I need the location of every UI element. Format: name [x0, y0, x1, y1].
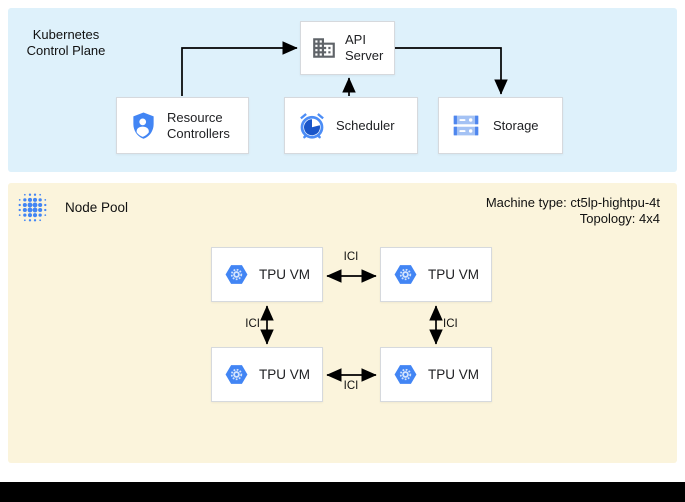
resource-controllers-label: Resource Controllers [167, 109, 230, 141]
ici-link-label-right: ICI [443, 318, 458, 330]
gke-hexagon-icon [225, 265, 248, 284]
api-server-node: API Server [300, 21, 395, 75]
alarm-clock-icon [300, 112, 324, 139]
tpu-vm-label: TPU VM [427, 367, 479, 382]
tpu-vm-node-top-left: TPU VM [211, 247, 323, 302]
node-pool-panel [8, 183, 677, 463]
tpu-vm-node-bottom-left: TPU VM [211, 347, 323, 402]
api-server-label: API Server [345, 32, 384, 63]
gke-hexagon-icon [394, 265, 417, 284]
tpu-vm-node-top-right: TPU VM [380, 247, 492, 302]
shield-person-icon [133, 112, 154, 139]
node-pool-header: Node Pool [17, 192, 128, 223]
storage-label: Storage [493, 117, 539, 133]
building-icon [313, 38, 335, 58]
control-plane-title: Kubernetes Control Plane [26, 27, 106, 58]
scheduler-node: Scheduler [284, 97, 418, 154]
ici-link-label-left: ICI [245, 318, 260, 330]
storage-node: Storage [438, 97, 563, 154]
machine-type-text: Machine type: ct5lp-hightpu-4t [485, 195, 660, 210]
tpu-vm-node-bottom-right: TPU VM [380, 347, 492, 402]
disk-stack-icon [453, 115, 479, 136]
tpu-vm-label: TPU VM [258, 367, 310, 382]
window-bottom-bar [0, 482, 685, 502]
gke-hexagon-icon [394, 365, 417, 384]
node-pool-title: Node Pool [65, 200, 129, 215]
ici-link-label-top: ICI [343, 251, 359, 263]
dot-cluster-icon [18, 193, 47, 222]
resource-controllers-node: Resource Controllers [116, 97, 249, 154]
topology-text: Topology: 4x4 [579, 211, 660, 226]
tpu-vm-label: TPU VM [258, 267, 310, 282]
node-pool-machine-info: Machine type: ct5lp-hightpu-4t Topology:… [486, 195, 660, 227]
tpu-vm-label: TPU VM [427, 267, 479, 282]
gke-hexagon-icon [225, 365, 248, 384]
scheduler-label: Scheduler [336, 117, 395, 133]
ici-link-label-bottom: ICI [343, 380, 359, 392]
